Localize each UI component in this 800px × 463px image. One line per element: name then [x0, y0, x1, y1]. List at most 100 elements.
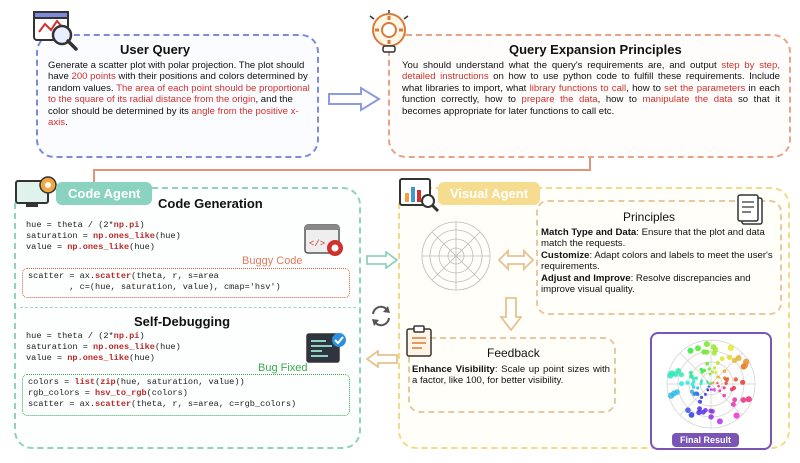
scatter-point — [702, 368, 706, 373]
final-result-plot — [666, 339, 756, 429]
scatter-point — [708, 414, 714, 420]
code-token: saturation = — [26, 342, 94, 352]
arrow-left-icon — [365, 349, 398, 373]
principle-text: : Ensure that the plot and data match th… — [541, 227, 765, 250]
principle-head: Adjust and Improve — [541, 272, 631, 284]
scatter-point — [745, 396, 752, 403]
document-icon — [736, 194, 766, 226]
scatter-point — [740, 397, 747, 403]
highlighted-phrase: set the parameters — [664, 82, 746, 94]
scatter-point — [690, 382, 695, 387]
principle-item: Match Type and Data: Ensure that the plo… — [541, 227, 777, 250]
code-line: saturation = np.ones_like(hue) — [26, 231, 181, 242]
scatter-point — [699, 380, 703, 384]
chart-search-icon — [398, 175, 440, 213]
scatter-point — [719, 356, 725, 362]
arrow-right-icon — [327, 86, 381, 117]
scatter-point — [716, 418, 723, 425]
scatter-point — [733, 412, 740, 419]
principle-item: Adjust and Improve: Resolve discrepancie… — [541, 273, 777, 296]
scatter-point — [688, 370, 693, 375]
principles-list: Match Type and Data: Ensure that the plo… — [541, 227, 777, 295]
scatter-point — [695, 345, 701, 352]
scatter-point — [722, 369, 727, 374]
scatter-point — [711, 388, 714, 391]
text-segment: on how to use python code to fulfill the… — [402, 71, 781, 94]
code-function: list — [74, 377, 96, 387]
scatter-point — [722, 386, 726, 390]
text-segment: , and the color should be determined by … — [48, 94, 293, 117]
code-function: hsv_to_rgb — [95, 388, 147, 398]
code-token: hue = theta / (2* — [26, 331, 114, 341]
visual-agent-label: Visual Agent — [438, 182, 541, 205]
highlighted-phrase: step by step, detailed instructions — [402, 60, 780, 83]
polar-plot — [418, 218, 494, 299]
scatter-point — [743, 358, 750, 365]
code-function: np.ones_like — [93, 342, 155, 352]
code-token: , c=(hue, saturation, value), cmap='hsv'… — [28, 282, 281, 292]
scatter-point — [692, 392, 697, 397]
scatter-point — [698, 399, 702, 404]
scatter-point — [679, 381, 684, 387]
scatter-point — [708, 372, 712, 376]
feedback-box — [408, 337, 616, 413]
code-token: colors = — [28, 377, 75, 387]
scatter-point — [703, 392, 707, 396]
scatter-point — [691, 385, 696, 389]
scatter-point — [714, 370, 718, 374]
highlighted-phrase: manipulate the data — [642, 94, 733, 106]
fixed-code-box — [22, 374, 350, 416]
scatter-point — [722, 393, 726, 398]
scatter-point — [708, 408, 713, 414]
scatter-point — [707, 367, 711, 371]
code-token: (hue) — [154, 342, 181, 352]
code-line: scatter = ax.scatter(theta, r, s=area, c… — [28, 399, 296, 410]
feedback-title: Feedback — [487, 346, 540, 360]
code-token: (hue, saturation, value)) — [115, 377, 245, 387]
text-segment: , how to — [597, 94, 643, 106]
scatter-point — [685, 407, 691, 413]
separator — [20, 307, 356, 308]
scatter-point — [678, 372, 684, 378]
principle-head: Match Type and Data — [541, 227, 637, 238]
code-token: ) — [139, 220, 145, 230]
highlighted-phrase: 200 points — [71, 71, 116, 83]
code-token: (hue) — [129, 353, 155, 363]
code-generation-title: Code Generation — [158, 196, 263, 211]
scatter-point — [706, 389, 710, 392]
code-line: colors = list(zip(hue, saturation, value… — [28, 377, 296, 388]
scatter-point — [713, 389, 716, 392]
svg-text:</>: </> — [309, 239, 325, 249]
principle-text: : Adapt colors and labels to meet the us… — [541, 249, 773, 273]
scatter-point — [691, 376, 696, 381]
scatter-point — [717, 384, 720, 388]
code-function: np.ones_like — [67, 353, 130, 363]
code-token: saturation = — [26, 231, 94, 241]
code-token: (hue) — [129, 242, 155, 252]
buggy-code-label: Buggy Code — [242, 255, 303, 267]
user-query-icon — [30, 8, 80, 52]
feedback-head: Enhance Visibility — [412, 364, 495, 375]
code-agent-box — [14, 187, 361, 449]
code-function: scatter — [95, 399, 132, 409]
double-arrow-icon — [497, 248, 535, 276]
scatter-point — [732, 397, 738, 403]
scatter-point — [715, 360, 720, 365]
code-generation-block: hue = theta / (2*np.pi)saturation = np.o… — [26, 220, 181, 253]
code-token: rgb_colors = — [28, 388, 96, 398]
user-query-title: User Query — [120, 42, 191, 57]
scatter-point — [735, 355, 742, 362]
scatter-point — [711, 370, 714, 374]
code-line: value = np.ones_like(hue) — [26, 242, 181, 253]
text-segment: so that it becomes appropriate for later… — [402, 94, 780, 117]
scatter-point — [695, 392, 700, 396]
buggy-code-box — [22, 268, 350, 298]
code-line: hue = theta / (2*np.pi) — [26, 220, 181, 231]
self-debugging-title: Self-Debugging — [134, 314, 231, 329]
scatter-point — [724, 381, 728, 385]
code-token: value = — [26, 353, 68, 363]
code-function: np.pi — [113, 331, 140, 341]
scatter-point — [740, 379, 746, 385]
scatter-point — [703, 408, 708, 413]
scatter-point — [707, 381, 710, 384]
